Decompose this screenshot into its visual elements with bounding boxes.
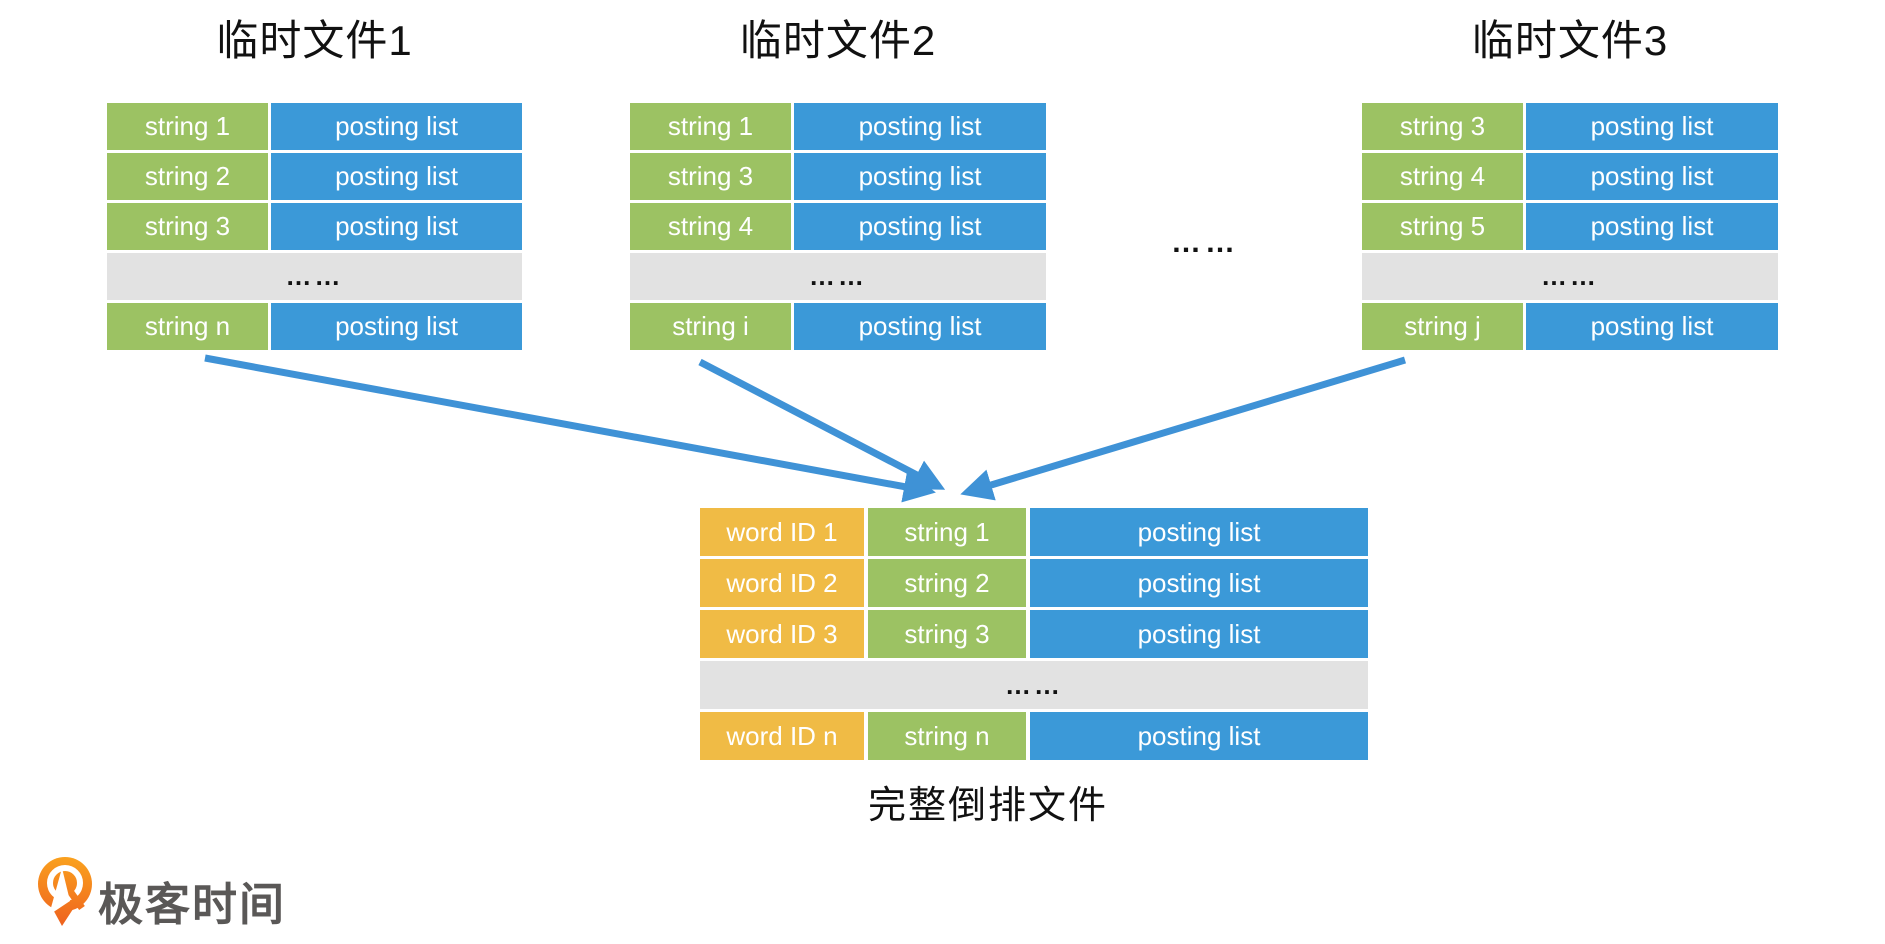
temp-file-2: 临时文件2 string 1 posting list string 3 pos…	[630, 14, 1046, 350]
term-cell: string 4	[1362, 153, 1523, 200]
term-cell: string j	[1362, 303, 1523, 350]
temp-file-2-table: string 1 posting list string 3 posting l…	[630, 103, 1046, 350]
temp-file-2-title: 临时文件2	[739, 17, 937, 64]
posting-list-cell: posting list	[1526, 303, 1778, 350]
temp-file-3-title: 临时文件3	[1471, 17, 1669, 64]
posting-list-cell: posting list	[1030, 610, 1368, 658]
term-cell: string 3	[630, 153, 791, 200]
posting-list-cell: posting list	[1526, 203, 1778, 250]
posting-list-cell: posting list	[1526, 103, 1778, 150]
term-cell: string 2	[107, 153, 268, 200]
term-cell: string 1	[107, 103, 268, 150]
term-cell: string 3	[868, 610, 1026, 658]
posting-list-cell: posting list	[271, 153, 522, 200]
ellipsis-row: ……	[1362, 253, 1778, 300]
geektime-logo-text: 极客时间	[98, 879, 287, 930]
geektime-pin-icon	[38, 857, 92, 926]
posting-list-cell: posting list	[794, 203, 1046, 250]
merge-arrow-from-file3	[960, 356, 1407, 501]
posting-list-cell: posting list	[794, 103, 1046, 150]
term-cell: string 2	[868, 559, 1026, 607]
term-cell: string i	[630, 303, 791, 350]
posting-list-cell: posting list	[271, 303, 522, 350]
merge-arrow-from-file2	[698, 358, 946, 490]
merged-inverted-file: word ID 1 string 1 posting list word ID …	[700, 508, 1368, 760]
word-id-cell: word ID 1	[700, 508, 864, 556]
merged-inverted-file-table: word ID 1 string 1 posting list word ID …	[700, 508, 1368, 760]
term-cell: string 3	[107, 203, 268, 250]
term-cell: string 1	[868, 508, 1026, 556]
posting-list-cell: posting list	[794, 153, 1046, 200]
term-cell: string 4	[630, 203, 791, 250]
merge-arrow-from-file1	[204, 354, 936, 503]
temp-file-1-table: string 1 posting list string 2 posting l…	[107, 103, 522, 350]
term-cell: string n	[868, 712, 1026, 760]
ellipsis-row: ……	[700, 661, 1368, 709]
ellipsis-row: ……	[107, 253, 522, 300]
posting-list-cell: posting list	[1030, 508, 1368, 556]
posting-list-cell: posting list	[271, 103, 522, 150]
temp-file-3: 临时文件3 string 3 posting list string 4 pos…	[1362, 14, 1778, 350]
temp-file-3-table: string 3 posting list string 4 posting l…	[1362, 103, 1778, 350]
temp-file-1-title: 临时文件1	[216, 17, 413, 64]
ellipsis-row: ……	[630, 253, 1046, 300]
posting-list-cell: posting list	[1030, 559, 1368, 607]
term-cell: string 5	[1362, 203, 1523, 250]
word-id-cell: word ID 3	[700, 610, 864, 658]
posting-list-cell: posting list	[1526, 153, 1778, 200]
posting-list-cell: posting list	[271, 203, 522, 250]
term-cell: string 1	[630, 103, 791, 150]
term-cell: string n	[107, 303, 268, 350]
posting-list-cell: posting list	[794, 303, 1046, 350]
more-temp-files-ellipsis: ……	[1171, 226, 1239, 259]
term-cell: string 3	[1362, 103, 1523, 150]
posting-list-cell: posting list	[1030, 712, 1368, 760]
word-id-cell: word ID n	[700, 712, 864, 760]
merged-inverted-file-caption: 完整倒排文件	[867, 785, 1108, 827]
word-id-cell: word ID 2	[700, 559, 864, 607]
temp-file-1: 临时文件1 string 1 posting list string 2 pos…	[107, 14, 522, 350]
